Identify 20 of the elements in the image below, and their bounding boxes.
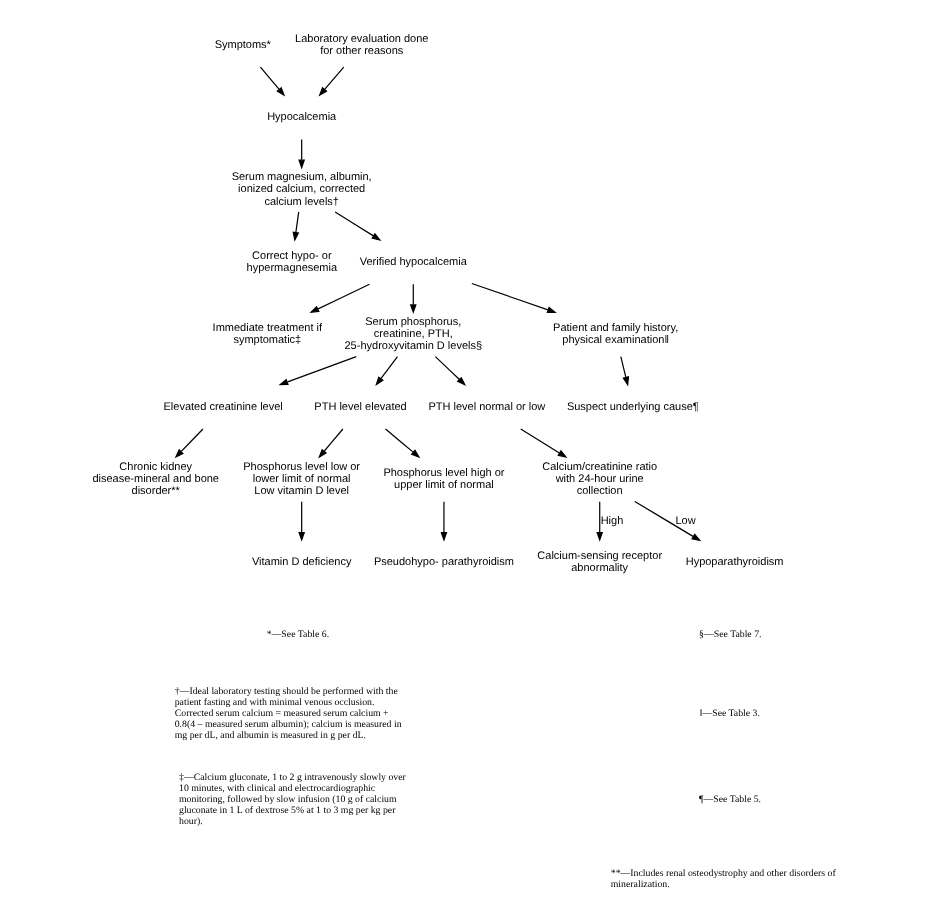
arrow bbox=[334, 210, 382, 240]
arrow bbox=[440, 500, 448, 541]
arrow bbox=[318, 65, 345, 96]
arrow bbox=[471, 281, 557, 312]
arrow bbox=[298, 137, 306, 169]
arrow bbox=[634, 499, 702, 541]
arrow bbox=[298, 500, 306, 541]
arrow bbox=[596, 500, 604, 541]
arrow bbox=[278, 355, 357, 385]
arrow bbox=[292, 210, 300, 241]
arrow bbox=[409, 282, 417, 314]
arrow bbox=[259, 65, 286, 96]
arrow bbox=[620, 355, 630, 386]
arrow bbox=[318, 427, 344, 458]
arrow bbox=[520, 427, 568, 457]
arrow bbox=[375, 355, 399, 386]
arrow bbox=[384, 427, 421, 458]
arrow bbox=[174, 427, 204, 458]
arrow bbox=[309, 282, 371, 313]
arrow bbox=[434, 355, 467, 385]
